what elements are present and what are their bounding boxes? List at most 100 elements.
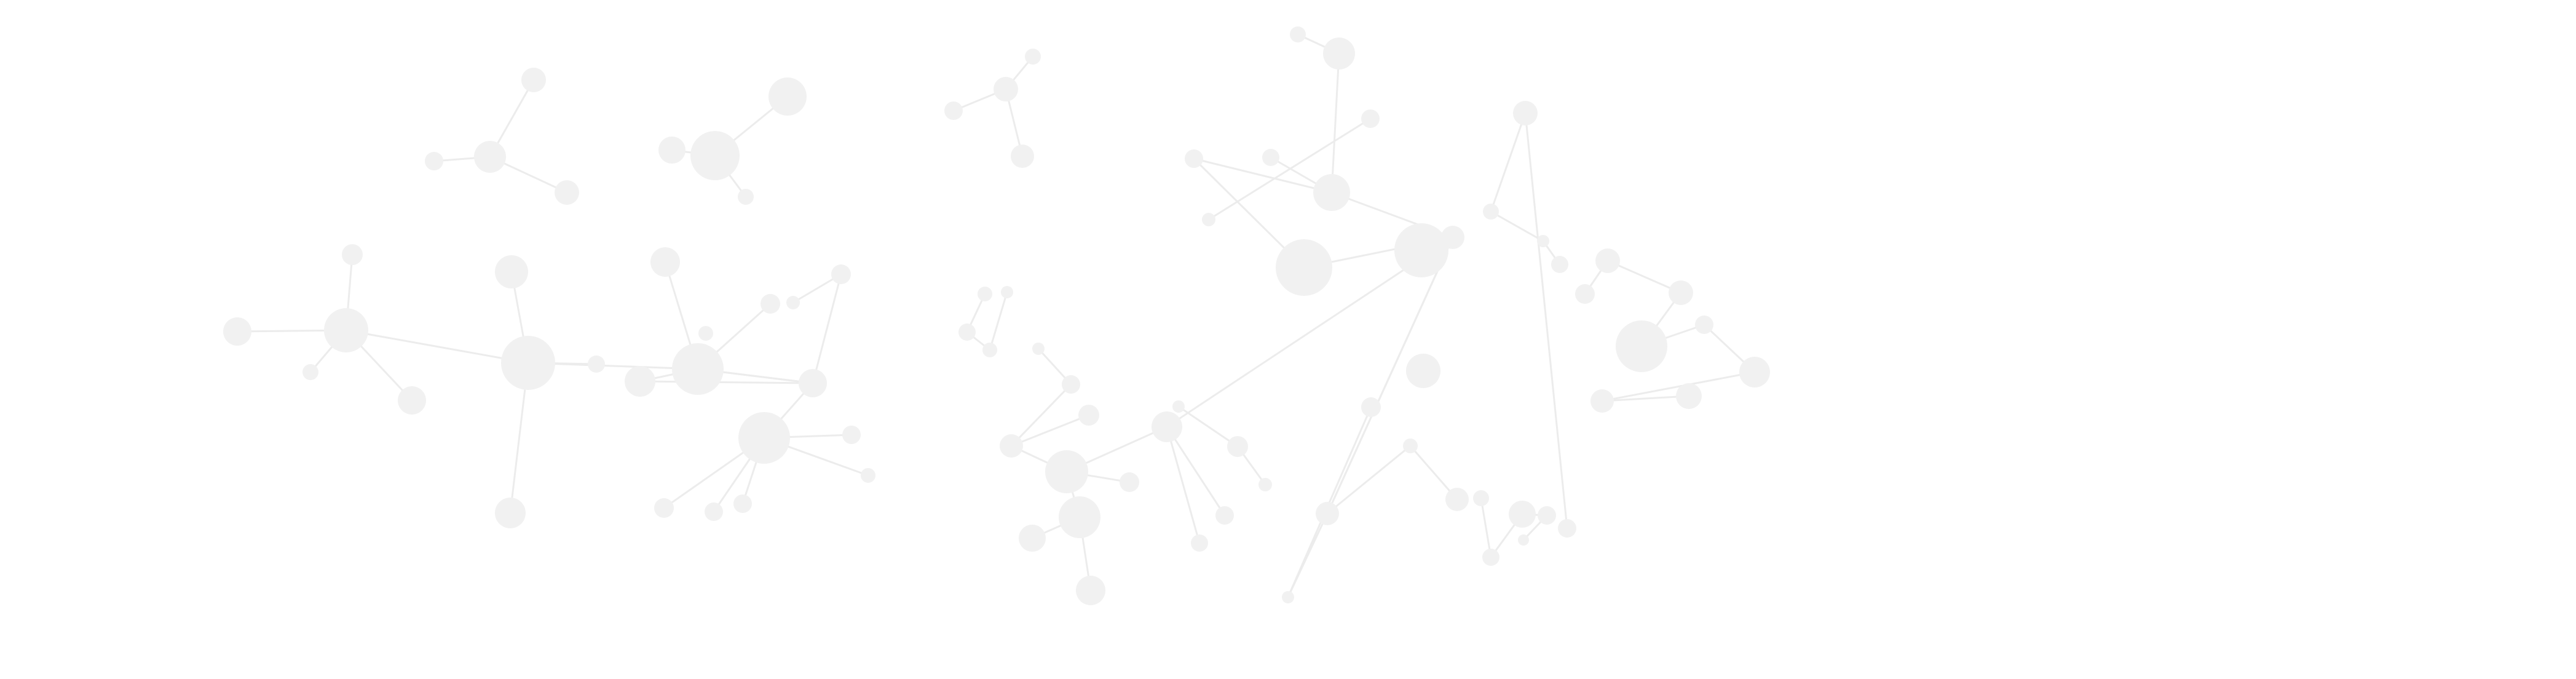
network-edge [812, 274, 842, 384]
molecule-node-icon [994, 77, 1018, 101]
molecule-node-icon [1538, 506, 1556, 525]
network-edge [1166, 426, 1226, 516]
network-edge [1166, 426, 1201, 544]
molecule-node-icon [1019, 525, 1046, 552]
network-edge [989, 292, 1008, 351]
molecule-node-icon [1445, 488, 1469, 511]
molecule-node-icon [672, 343, 724, 395]
molecule-node-icon [1473, 490, 1489, 506]
molecule-node-icon [501, 336, 555, 390]
molecule-node-icon [698, 326, 713, 341]
molecule-node-icon [861, 468, 875, 483]
molecule-node-icon [978, 287, 992, 301]
molecule-node-icon [223, 317, 251, 346]
network-edge [639, 380, 813, 384]
molecule-node-icon [324, 308, 368, 352]
molecule-node-icon [625, 366, 655, 397]
network-edge [1330, 53, 1340, 193]
molecule-node-icon [738, 189, 754, 205]
molecule-node-icon [1076, 576, 1105, 605]
molecule-node-icon [1558, 519, 1576, 538]
molecule-node-icon [650, 247, 680, 277]
molecule-node-icon [1152, 411, 1182, 442]
molecule-node-icon [733, 494, 752, 513]
molecule-node-icon [1575, 284, 1595, 304]
network-edge [1193, 157, 1332, 194]
network-edge [527, 362, 698, 370]
molecule-node-icon [1695, 316, 1713, 334]
molecule-node-icon [982, 343, 997, 357]
network-edge [1490, 210, 1544, 242]
molecule-node-icon [1590, 389, 1614, 413]
molecule-node-icon [1045, 450, 1088, 493]
molecule-node-icon [1172, 400, 1185, 413]
molecule-node-icon [1191, 534, 1208, 552]
molecule-node-icon [1316, 502, 1339, 525]
molecule-node-icon [799, 369, 827, 397]
molecule-node-icon [342, 244, 363, 265]
molecule-node-icon [1000, 434, 1023, 458]
molecule-node-icon [1616, 320, 1667, 372]
molecule-node-icon [1482, 549, 1499, 566]
molecule-node-icon [944, 101, 963, 120]
molecule-node-icon [1120, 472, 1139, 492]
molecule-node-icon [1518, 534, 1529, 546]
network-edge [1011, 414, 1089, 447]
molecule-node-icon [1059, 496, 1100, 538]
molecule-node-icon [1276, 239, 1332, 296]
molecule-node-icon [958, 324, 976, 341]
molecule-node-icon [555, 180, 579, 205]
molecule-node-icon [768, 77, 807, 116]
molecule-node-icon [302, 364, 318, 380]
molecule-node-icon [1513, 101, 1538, 125]
molecule-node-icon [1406, 354, 1440, 388]
molecule-node-icon [1202, 213, 1215, 226]
molecule-node-icon [1361, 397, 1381, 417]
molecule-node-icon [658, 137, 685, 164]
molecule-node-icon [1394, 223, 1448, 277]
molecule-node-icon [761, 294, 780, 314]
molecule-node-icon [1361, 109, 1380, 128]
network-edge [1409, 445, 1458, 500]
network-edge [1602, 395, 1689, 402]
molecule-node-icon [786, 296, 800, 309]
molecule-node-icon [398, 386, 426, 415]
network-edge [1602, 371, 1755, 402]
molecule-node-icon [1078, 405, 1099, 426]
molecule-node-icon [1290, 26, 1306, 42]
network-edge [1327, 445, 1411, 515]
network-edge [346, 329, 529, 364]
network-edge [1490, 113, 1527, 212]
molecule-node-icon [1282, 591, 1294, 603]
molecule-node-icon [1483, 204, 1499, 220]
molecule-node-icon [842, 426, 861, 444]
molecule-node-icon [1032, 343, 1045, 355]
molecule-node-icon [1551, 256, 1568, 273]
molecule-node-icon [1001, 286, 1013, 298]
network-edge [1010, 383, 1072, 447]
network-edge [1607, 260, 1681, 294]
molecule-node-icon [738, 412, 790, 464]
molecule-node-icon [1227, 436, 1248, 457]
molecule-node-icon [1403, 439, 1418, 453]
molecule-node-icon [495, 498, 526, 528]
molecule-node-icon [1215, 506, 1234, 525]
network-nodes [223, 26, 1770, 605]
molecule-node-icon [1258, 478, 1272, 491]
molecule-node-icon [1313, 174, 1350, 211]
molecule-node-icon [495, 255, 528, 288]
molecule-node-icon [1509, 501, 1536, 528]
molecule-node-icon [654, 498, 674, 518]
molecule-node-icon [1185, 149, 1203, 168]
molecule-node-icon [1262, 149, 1279, 166]
network-edge [1480, 498, 1492, 558]
molecule-node-icon [1062, 375, 1080, 394]
molecule-node-icon [1739, 357, 1770, 387]
molecule-node-icon [474, 141, 506, 173]
molecule-node-icon [521, 68, 546, 92]
molecule-node-icon [1537, 235, 1549, 247]
network-edge [1326, 237, 1454, 514]
molecule-node-icon [1025, 49, 1041, 65]
molecule-node-icon [1011, 145, 1034, 168]
